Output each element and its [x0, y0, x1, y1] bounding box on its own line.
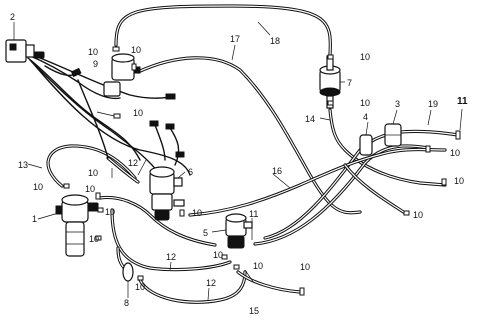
callout-3: 3 — [395, 99, 400, 109]
check-valve-7 — [319, 55, 341, 109]
callout-10-c: 10 — [360, 52, 370, 62]
callout-10-h: 10 — [454, 176, 464, 186]
hose-14 — [328, 108, 447, 187]
callout-10-p: 10 — [253, 261, 263, 271]
callout-labels: 2 18 17 10 10 9 10 7 10 3 19 11 4 14 10 … — [10, 12, 468, 316]
hose-18 — [114, 4, 332, 57]
hose-10-lower-right — [343, 163, 407, 215]
callout-7: 7 — [347, 78, 352, 88]
callout-10-l: 10 — [413, 210, 423, 220]
callout-10-d: 10 — [360, 98, 370, 108]
callout-10-e: 10 — [133, 108, 143, 118]
callout-13: 13 — [18, 160, 28, 170]
solenoid-valve-9 — [103, 53, 141, 97]
hose-12-lower — [110, 208, 232, 272]
hose-12-bottom — [138, 270, 247, 304]
callout-4: 4 — [363, 112, 368, 122]
wiring-harness — [27, 54, 191, 176]
hose-15 — [236, 270, 302, 294]
callout-10-m: 10 — [105, 207, 115, 217]
callout-9: 9 — [93, 59, 98, 69]
callout-10-q: 10 — [300, 262, 310, 272]
callout-16: 16 — [272, 166, 282, 176]
callout-12-a: 12 — [128, 158, 138, 168]
hose-clips — [63, 46, 461, 296]
callout-5: 5 — [203, 228, 208, 238]
callout-18: 18 — [270, 36, 280, 46]
hose-19b — [253, 144, 430, 246]
leader-lines — [13, 21, 463, 301]
callout-2: 2 — [10, 12, 15, 22]
hose-12-upper — [98, 195, 217, 247]
callout-15: 15 — [249, 306, 259, 316]
callout-10-r: 10 — [135, 282, 145, 292]
callout-6: 6 — [188, 167, 193, 177]
inline-filter-8 — [122, 262, 134, 290]
callout-12-c: 12 — [206, 278, 216, 288]
hose-clamp-3 — [384, 123, 402, 147]
callout-8: 8 — [124, 298, 129, 308]
callout-10-i: 10 — [33, 182, 43, 192]
callout-10-a: 10 — [88, 47, 98, 57]
connector-2 — [5, 39, 45, 63]
callout-17: 17 — [230, 34, 240, 44]
control-valve-6 — [149, 166, 185, 221]
hose-clamp-4 — [359, 134, 373, 156]
callout-10-j: 10 — [85, 184, 95, 194]
vacuum-valve-5 — [225, 213, 253, 249]
callout-10-f: 10 — [450, 148, 460, 158]
callout-11-a: 11 — [457, 96, 468, 107]
callout-10-n: 10 — [89, 234, 99, 244]
callout-10-g: 10 — [88, 168, 98, 178]
callout-1: 1 — [32, 214, 37, 224]
hose-12-mid — [106, 156, 140, 184]
callout-10-k: 10 — [192, 208, 202, 218]
callout-11-b: 11 — [249, 209, 258, 219]
callout-14: 14 — [305, 114, 315, 124]
callout-12-b: 12 — [166, 252, 176, 262]
valve-assembly-1 — [55, 194, 99, 257]
callout-10-b: 10 — [131, 45, 141, 55]
callout-19: 19 — [428, 99, 438, 109]
hose-16 — [188, 147, 447, 217]
hose-13 — [46, 144, 137, 188]
wire-terminals — [70, 67, 185, 158]
callout-10-o: 10 — [213, 250, 223, 260]
